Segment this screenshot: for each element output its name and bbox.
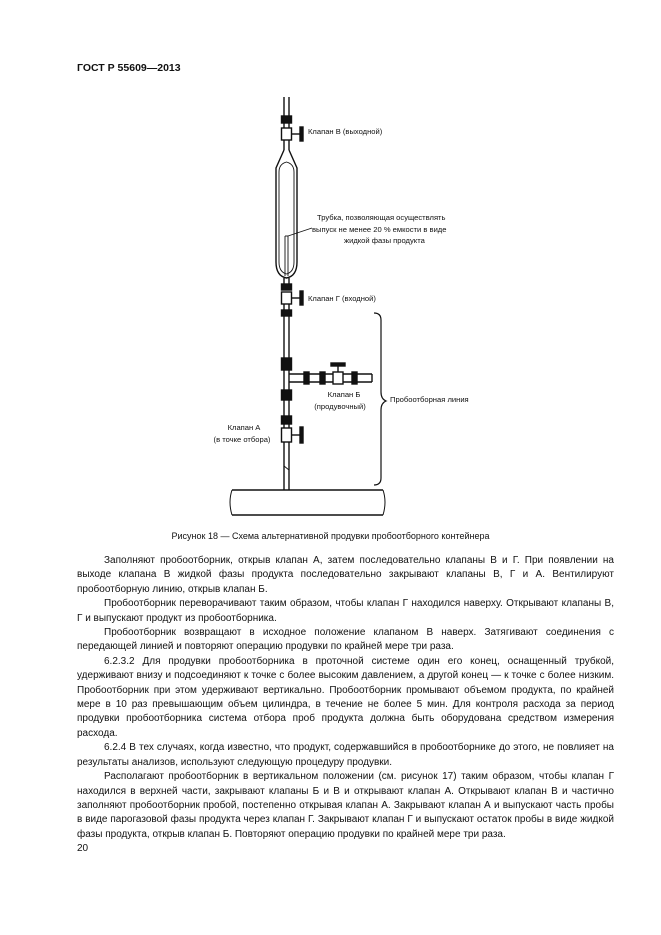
label-valve-g: Клапан Г (входной) — [308, 294, 376, 303]
tube-leader — [287, 227, 313, 237]
process-pipe — [229, 489, 386, 516]
document-code: ГОСТ Р 55609—2013 — [77, 62, 181, 74]
top-fitting — [280, 115, 293, 124]
paragraph: Заполняют пробоотборник, открыв клапан А… — [77, 555, 614, 595]
label-valve-b-line1: Клапан Б — [328, 390, 361, 399]
sample-cylinder — [275, 149, 298, 279]
valve-g-body — [280, 290, 304, 306]
label-valve-v: Клапан В (выходной) — [308, 127, 383, 136]
fitting-1 — [280, 309, 293, 317]
label-valve-a-line1: Клапан А — [228, 423, 262, 432]
label-tube-line2: выпуск не менее 20 % емкости в виде — [312, 225, 446, 234]
paragraph: Пробоотборник возвращают в исходное поло… — [77, 627, 614, 653]
sampling-diagram: Клапан В (выходной) Трубка, позволяющая … — [214, 97, 469, 516]
outlet-pipe — [283, 97, 290, 130]
fitting-4 — [280, 415, 293, 425]
label-tube-line1: Трубка, позволяющая осуществлять — [317, 213, 446, 222]
branch-fitting-3 — [351, 371, 358, 385]
cylinder-inner — [278, 161, 295, 275]
branch-fitting-2 — [319, 371, 326, 385]
label-tube-line3: жидкой фазы продукта — [344, 236, 426, 245]
paragraph: Пробоотборник переворачивают таким образ… — [77, 598, 614, 624]
fitting-2 — [280, 357, 293, 371]
label-valve-b-line2: (продувочный) — [314, 402, 366, 411]
fitting-g — [280, 283, 293, 291]
label-sampling-line: Пробоотборная линия — [390, 395, 469, 404]
branch-fitting-1 — [303, 371, 310, 385]
outage-tube — [284, 235, 289, 276]
sampling-line-bracket — [373, 312, 388, 486]
valve-b-body — [330, 362, 346, 385]
page-number: 20 — [77, 843, 89, 854]
paragraph: 6.2.3.2 Для продувки пробоотборника в пр… — [77, 655, 614, 739]
tap-mark — [283, 465, 290, 471]
label-valve-a-line2: (в точке отбора) — [214, 435, 271, 444]
paragraph: Располагают пробоотборник в вертикальном… — [77, 771, 614, 840]
fitting-3 — [280, 389, 293, 401]
purge-branch — [289, 373, 373, 383]
valve-v-body — [280, 126, 304, 142]
body-text: Заполняют пробоотборник, открыв клапан А… — [77, 554, 614, 842]
valve-a-body — [280, 426, 304, 444]
figure-caption: Рисунок 18 — Схема альтернативной продув… — [171, 531, 490, 541]
paragraph: 6.2.4 В тех случаях, когда известно, что… — [77, 742, 614, 768]
